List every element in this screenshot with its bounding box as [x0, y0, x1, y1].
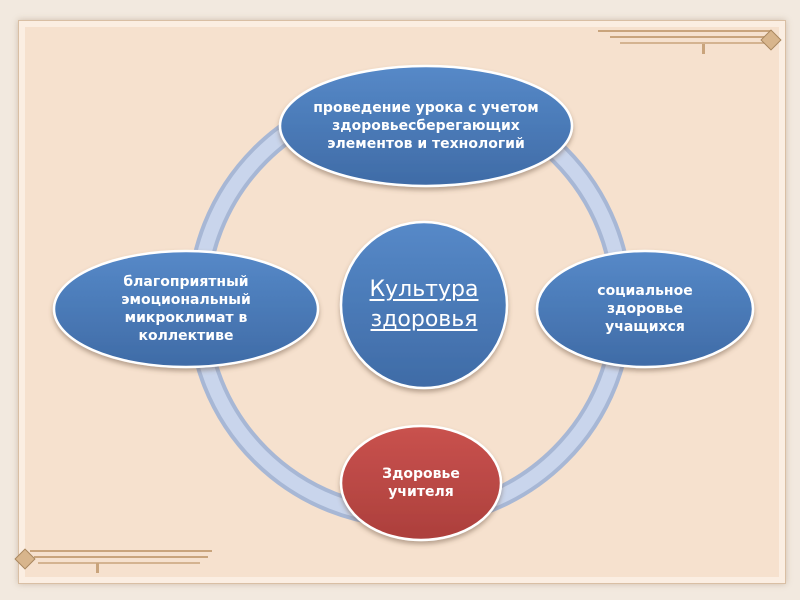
node-right-shape	[535, 249, 755, 369]
node-top-shape	[278, 64, 574, 188]
ornament-bottom-left	[14, 548, 212, 573]
node-right-label: социальное здоровье учащихся	[597, 282, 693, 336]
node-bottom-label: Здоровье учителя	[382, 465, 460, 500]
node-top-label: проведение урока с учетом здоровьесберег…	[313, 99, 539, 153]
ornament-top-right	[598, 29, 782, 54]
node-left-shape	[52, 249, 320, 369]
center-label: Культура здоровья	[369, 277, 479, 332]
node-left-label: благоприятный эмоциональный микроклимат …	[121, 273, 251, 345]
node-bottom-shape	[339, 424, 503, 542]
center-circle-shape	[339, 220, 509, 390]
